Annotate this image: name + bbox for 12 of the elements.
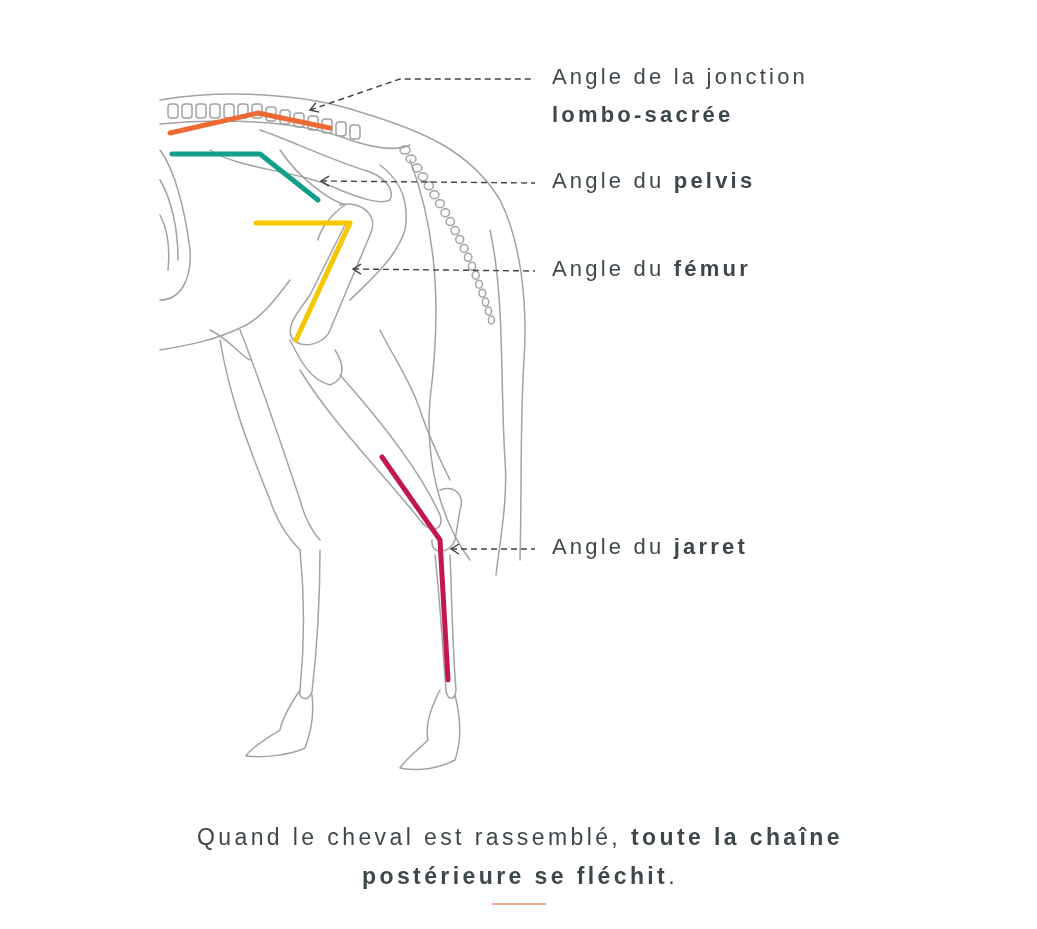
angle-label: Angle du fémur — [552, 250, 897, 288]
angle-line — [169, 151, 321, 203]
caption: Quand le cheval est rassemblé, toute la chaîne postérieure se fléchit. — [196, 823, 844, 891]
leader-line — [450, 543, 536, 555]
angle-label: Angle de la jonction lombo-sacrée — [552, 58, 897, 134]
leader-line — [352, 263, 536, 275]
angle-line — [253, 220, 353, 343]
angle-line — [379, 454, 451, 683]
angle-label: Angle du pelvis — [552, 162, 897, 200]
leader-line — [320, 175, 536, 187]
angle-label: Angle du jarret — [552, 528, 897, 566]
angle-line — [167, 110, 333, 136]
